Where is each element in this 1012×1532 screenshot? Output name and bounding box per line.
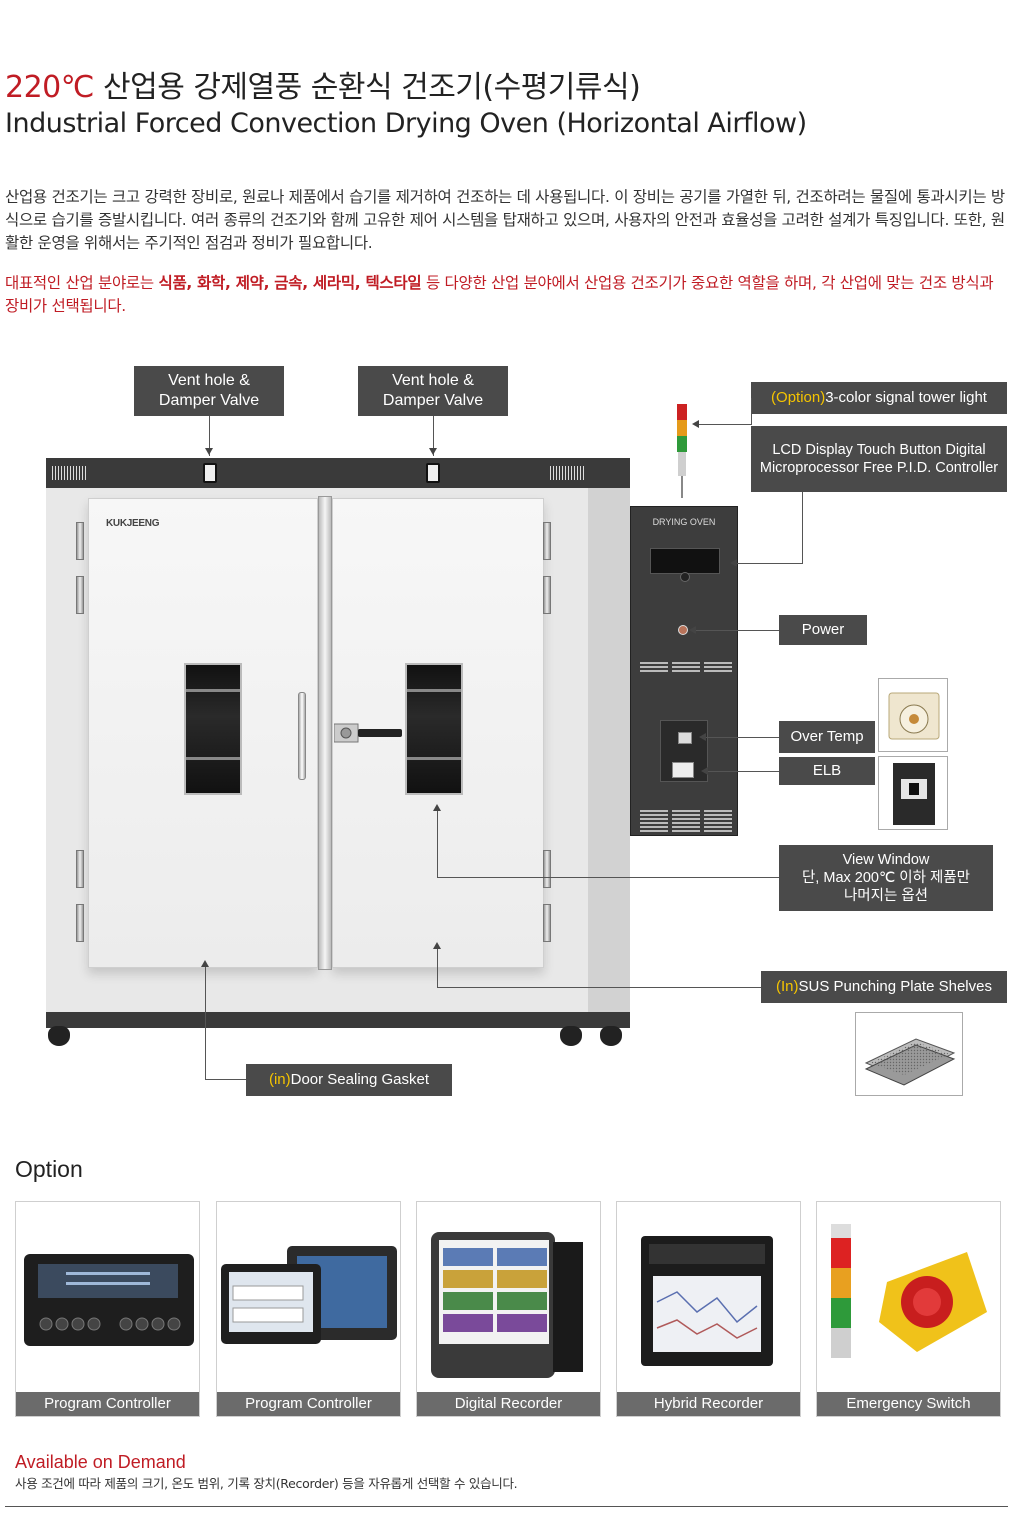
oven-base	[46, 1012, 630, 1028]
panel-title: DRYING OVEN	[652, 517, 716, 527]
punching-plate-icon	[864, 1038, 956, 1086]
elb-label: ELB	[779, 757, 875, 785]
emergency-switch-icon	[831, 1224, 987, 1358]
overtemp-controller-image	[878, 678, 948, 752]
panel-vent	[672, 662, 700, 672]
title-korean-text: 산업용 강제열풍 순환식 건조기(수평기류식)	[93, 70, 641, 105]
view-window-right	[405, 663, 463, 795]
gasket-text: Door Sealing Gasket	[290, 1071, 430, 1088]
controller-knob	[680, 572, 690, 582]
arrow-down-icon	[429, 448, 437, 455]
vent-label-left: Vent hole & Damper Valve	[134, 366, 284, 416]
elb-switch	[672, 762, 694, 778]
option-label: Program Controller	[217, 1392, 400, 1416]
damper-knob-right	[426, 463, 440, 483]
timer-dial-icon	[888, 692, 940, 740]
overtemp-switch	[678, 732, 692, 744]
option-card: Digital Recorder	[416, 1201, 601, 1417]
program-controller-lcd-icon	[24, 1254, 194, 1346]
hinge	[76, 850, 84, 888]
power-label: Power	[779, 615, 867, 645]
arrow-up-icon	[433, 804, 441, 811]
page-title-english: Industrial Forced Convection Drying Oven…	[5, 108, 807, 139]
option-heading: Option	[15, 1156, 83, 1182]
signal-tower-icon	[677, 404, 687, 498]
option-card: Emergency Switch	[816, 1201, 1001, 1417]
panel-vent	[672, 810, 700, 832]
shelves-label: (In) SUS Punching Plate Shelves	[761, 971, 1007, 1003]
option-card: Program Controller	[15, 1201, 200, 1417]
shelves-text: SUS Punching Plate Shelves	[798, 978, 992, 995]
industries-list: 식품, 화학, 제약, 금속, 세라믹, 텍스타일	[158, 274, 422, 292]
hinge	[543, 576, 551, 614]
in-tag: (in)	[268, 1071, 291, 1088]
in-tag: (In)	[776, 978, 799, 995]
title-temperature: 220℃	[5, 70, 94, 105]
arrow-down-icon	[205, 448, 213, 455]
program-controller-touch-icon	[221, 1246, 397, 1344]
option-card: Hybrid Recorder	[616, 1201, 801, 1417]
hinge	[543, 904, 551, 942]
industries-prefix: 대표적인 산업 분야로는	[5, 274, 159, 292]
option-tag: (Option)	[771, 389, 826, 406]
oven-side-panel	[588, 488, 630, 1014]
center-lock-bar	[318, 496, 332, 970]
hinge	[76, 522, 84, 560]
signal-tower-text: 3-color signal tower light	[825, 389, 987, 406]
arrow-left-icon	[689, 626, 696, 634]
vent-grill-left	[52, 466, 86, 480]
panel-vent	[640, 662, 668, 672]
gasket-label: (in) Door Sealing Gasket	[246, 1064, 452, 1096]
available-title: Available on Demand	[15, 1452, 186, 1472]
caster-wheel	[600, 1026, 622, 1046]
arrow-up-icon	[201, 960, 209, 967]
vent-label-right: Vent hole & Damper Valve	[358, 366, 508, 416]
view-window-label: View Window 단, Max 200℃ 이하 제품만 나머지는 옵션	[779, 845, 993, 911]
arrow-left-icon	[730, 559, 737, 567]
arrow-up-icon	[433, 942, 441, 949]
option-label: Digital Recorder	[417, 1392, 600, 1416]
arrow-left-icon	[699, 733, 706, 741]
option-label: Hybrid Recorder	[617, 1392, 800, 1416]
hybrid-recorder-icon	[641, 1236, 773, 1366]
hinge	[543, 522, 551, 560]
digital-recorder-icon	[431, 1232, 583, 1378]
view-window-left	[184, 663, 242, 795]
elb-breaker-image	[878, 756, 948, 830]
panel-vent	[704, 810, 732, 832]
panel-vent	[704, 662, 732, 672]
industries-paragraph: 대표적인 산업 분야로는 식품, 화학, 제약, 금속, 세라믹, 텍스타일 등…	[5, 272, 1009, 318]
option-label: Program Controller	[16, 1392, 199, 1416]
industries-suffix: 등 다양한 산업 분야에서 산업용 건조기가 중요한 역할을 하며, 각 산업에…	[5, 274, 994, 315]
lcd-display	[650, 548, 720, 574]
available-text: 사용 조건에 따라 제품의 크기, 온도 범위, 기록 장치(Recorder)…	[15, 1476, 518, 1491]
description-paragraph: 산업용 건조기는 크고 강력한 장비로, 원료나 제품에서 습기를 제거하여 건…	[5, 188, 1005, 252]
bottom-divider	[5, 1506, 1008, 1507]
hinge	[543, 850, 551, 888]
arrow-left-icon	[692, 420, 699, 428]
caster-wheel	[48, 1026, 70, 1046]
option-label: Emergency Switch	[817, 1392, 1000, 1416]
lcd-controller-label: LCD Display Touch Button Digital Micropr…	[751, 426, 1007, 492]
arrow-left-icon	[701, 767, 708, 775]
door-latch-icon	[334, 723, 402, 743]
brand-logo: KUKJEENG	[106, 518, 160, 529]
oven-top-frame	[46, 458, 630, 488]
shelf-plate-image	[855, 1012, 963, 1096]
hinge	[76, 904, 84, 942]
signal-tower-label: (Option) 3-color signal tower light	[751, 382, 1007, 414]
option-card: Program Controller	[216, 1201, 401, 1417]
door-handle	[298, 692, 306, 780]
caster-wheel	[560, 1026, 582, 1046]
panel-vent	[640, 810, 668, 832]
damper-knob-left	[203, 463, 217, 483]
power-button	[678, 625, 688, 635]
page-title-korean: 220℃ 산업용 강제열풍 순환식 건조기(수평기류식)	[5, 62, 641, 106]
vent-grill-right	[550, 466, 584, 480]
hinge	[76, 576, 84, 614]
overtemp-label: Over Temp	[779, 721, 875, 753]
breaker-icon	[893, 763, 935, 825]
